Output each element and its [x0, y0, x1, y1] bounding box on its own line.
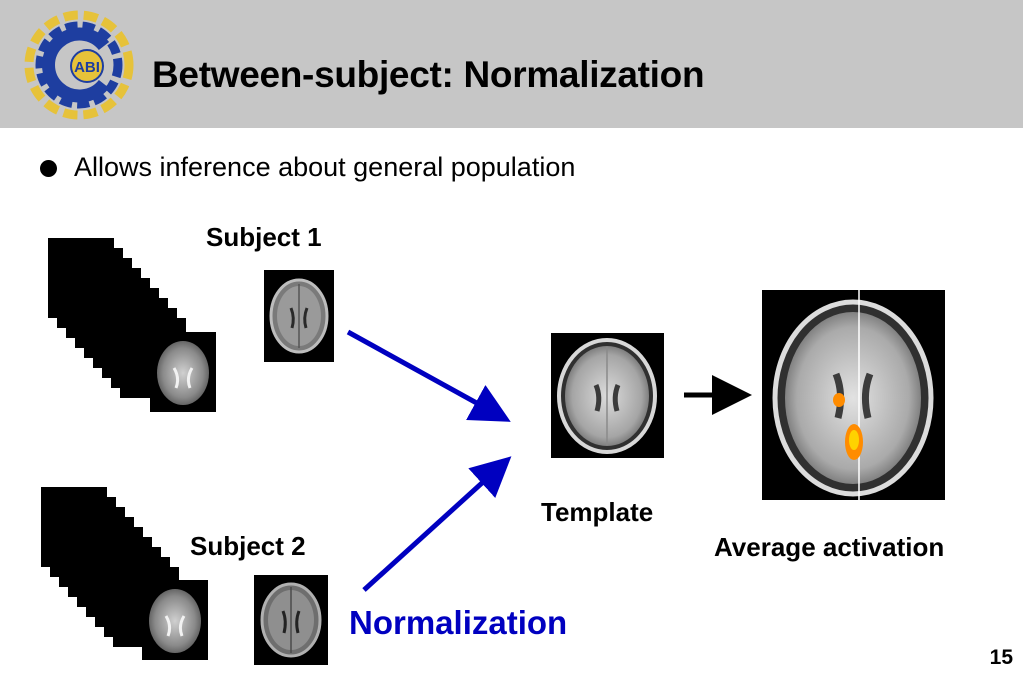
subject2-functional-brain	[142, 580, 208, 660]
subject1-label: Subject 1	[206, 222, 322, 252]
bullet-text: Allows inference about general populatio…	[74, 152, 576, 182]
subject1-anatomical-brain	[264, 270, 334, 362]
subject1-functional-brain	[150, 332, 216, 412]
subject2-anatomical-brain	[254, 575, 328, 665]
cabi-logo-icon: ABI	[24, 10, 134, 120]
bullet-dot-icon	[40, 160, 57, 177]
slide-header: ABI Between-subject: Normalization	[0, 0, 1023, 128]
normalization-label: Normalization	[349, 604, 568, 641]
subject2-label: Subject 2	[190, 531, 306, 561]
arrow-subject2-to-template	[362, 456, 512, 592]
activation-blob-small	[833, 393, 845, 407]
svg-text:ABI: ABI	[74, 59, 100, 76]
page-number: 15	[989, 646, 1013, 669]
average-activation-brain	[762, 290, 945, 500]
template-label: Template	[541, 497, 654, 527]
arrow-subject1-to-template	[346, 329, 511, 422]
template-brain	[551, 333, 664, 458]
average-activation-label: Average activation	[714, 532, 945, 562]
slide-title: Between-subject: Normalization	[152, 54, 705, 95]
